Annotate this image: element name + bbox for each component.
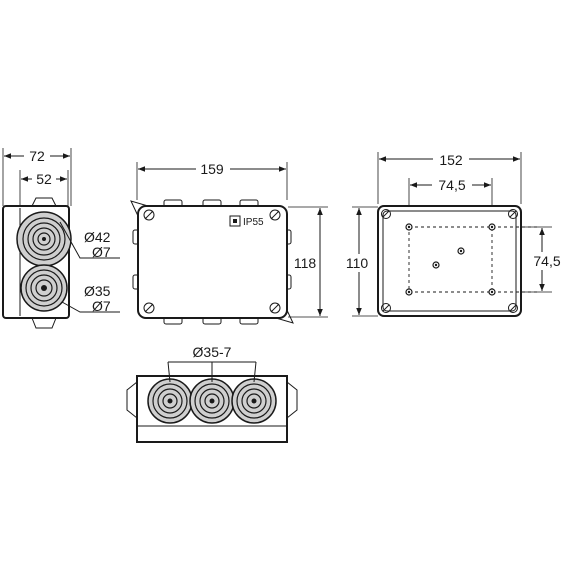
label-overall-width: 72: [29, 148, 45, 164]
label-gland-small-outer: Ø35: [84, 283, 111, 299]
back-box-body: [377, 205, 522, 317]
label-ip-rating: IP55: [243, 217, 264, 228]
label-gland-large-inner: Ø7: [92, 244, 111, 260]
gland-small: [20, 264, 68, 312]
front-screws: [143, 209, 281, 314]
side-view: 72 52 Ø42 Ø7 Ø35 Ø7: [2, 147, 120, 329]
mounting-holes: [405, 223, 496, 296]
label-hole-spacing-horizontal: 74,5: [438, 177, 465, 193]
label-bottom-gland-range: Ø35-7: [193, 344, 232, 360]
ip-rating-icon: [229, 215, 241, 227]
back-view: 152 74,5 110 74,5: [340, 150, 564, 317]
front-box-body: [137, 205, 288, 319]
label-gland-large-outer: Ø42: [84, 229, 111, 245]
label-back-width: 152: [439, 152, 463, 168]
bottom-view: Ø35-7: [126, 344, 298, 443]
label-hole-spacing-vertical: 74,5: [533, 253, 560, 269]
label-back-height: 110: [346, 255, 369, 271]
front-view: 159 118 IP55: [130, 160, 328, 325]
bottom-gland-3: [231, 378, 277, 424]
bottom-gland-2: [189, 378, 235, 424]
gland-large: [16, 211, 72, 267]
back-screws: [381, 209, 518, 313]
label-gland-small-inner: Ø7: [92, 298, 111, 314]
label-inner-width: 52: [36, 171, 52, 187]
bottom-gland-1: [147, 378, 193, 424]
label-front-height: 118: [294, 255, 317, 271]
label-front-width: 159: [200, 161, 224, 177]
